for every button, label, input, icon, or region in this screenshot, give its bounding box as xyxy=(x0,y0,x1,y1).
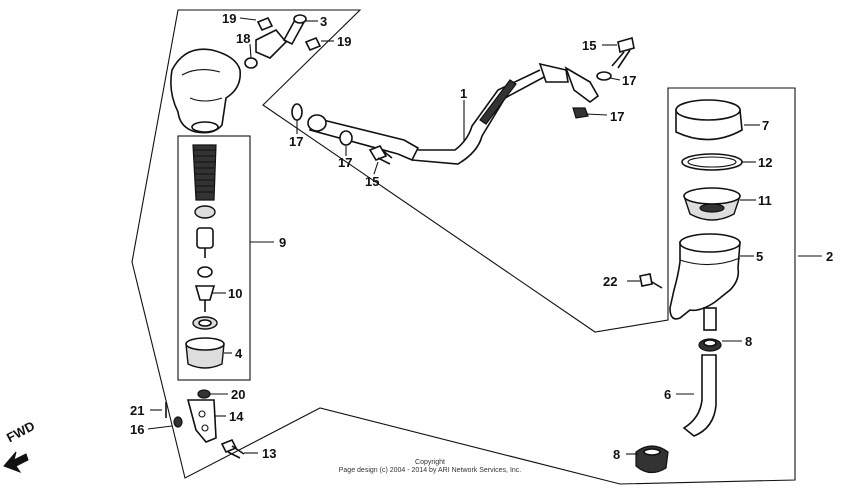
callout-14: 14 xyxy=(229,409,244,424)
callout-19: 19 xyxy=(337,34,351,49)
copyright-line-2: Page design (c) 2004 - 2014 by ARI Netwo… xyxy=(338,467,522,474)
callout-11: 11 xyxy=(758,193,772,208)
o-ring-18 xyxy=(244,57,258,69)
callout-8: 8 xyxy=(745,334,752,349)
callout-6: 6 xyxy=(664,387,671,402)
diaphragm xyxy=(683,187,741,221)
sealing-washer-top xyxy=(596,71,612,81)
reservoir-joint xyxy=(255,14,307,59)
callout-20: 20 xyxy=(231,387,245,402)
callout-7: 7 xyxy=(762,118,769,133)
assembly-outline xyxy=(131,9,796,485)
washer-16 xyxy=(173,416,183,428)
sealing-washer-right xyxy=(572,107,589,119)
screw-19-b xyxy=(304,36,322,52)
sealing-washer-center xyxy=(339,130,353,146)
callout-12: 12 xyxy=(758,155,772,170)
piston-assembly xyxy=(185,144,225,369)
diaphragm-plate xyxy=(681,153,743,171)
callout-15: 15 xyxy=(582,38,596,53)
callout-9: 9 xyxy=(279,235,286,250)
reservoir-tank xyxy=(669,233,741,331)
reservoir-hose xyxy=(682,354,717,437)
bolt-13 xyxy=(220,438,245,459)
callout-17: 17 xyxy=(289,134,303,149)
callout-2: 2 xyxy=(826,249,833,264)
leader-lines xyxy=(147,17,822,455)
callout-3: 3 xyxy=(320,14,327,29)
callout-22: 22 xyxy=(603,274,617,289)
callout-17: 17 xyxy=(338,155,352,170)
callout-15: 15 xyxy=(365,174,379,189)
callout-17: 17 xyxy=(610,109,624,124)
callout-10: 10 xyxy=(228,286,242,301)
copyright-line-1: Copyright xyxy=(415,459,445,466)
callout-4: 4 xyxy=(235,346,243,361)
callout-17: 17 xyxy=(622,73,636,88)
callout-13: 13 xyxy=(262,446,276,461)
copyright-notice: Copyright Page design (c) 2004 - 2014 by… xyxy=(300,459,560,475)
sealing-washer-left xyxy=(291,103,303,121)
callout-1: 1 xyxy=(460,86,467,101)
callout-16: 16 xyxy=(130,422,144,437)
master-cylinder-body xyxy=(170,48,242,134)
banjo-bolt-center xyxy=(368,145,393,165)
bolt-22 xyxy=(639,273,663,289)
screw-19-a xyxy=(256,16,274,32)
hose-clamp-upper xyxy=(698,338,722,352)
washer-20 xyxy=(197,389,211,399)
callout-21: 21 xyxy=(130,403,144,418)
banjo-bolt-top xyxy=(611,36,635,69)
piston-kit-bracket xyxy=(177,135,251,381)
callout-5: 5 xyxy=(756,249,763,264)
reservoir-cap xyxy=(675,99,743,141)
callout-19: 19 xyxy=(222,11,236,26)
hose-clamp-lower xyxy=(635,445,669,474)
callout-8: 8 xyxy=(613,447,620,462)
fwd-arrow-icon xyxy=(3,451,29,474)
clutch-hose xyxy=(307,62,600,165)
callout-18: 18 xyxy=(236,31,250,46)
holder-14 xyxy=(186,399,217,443)
